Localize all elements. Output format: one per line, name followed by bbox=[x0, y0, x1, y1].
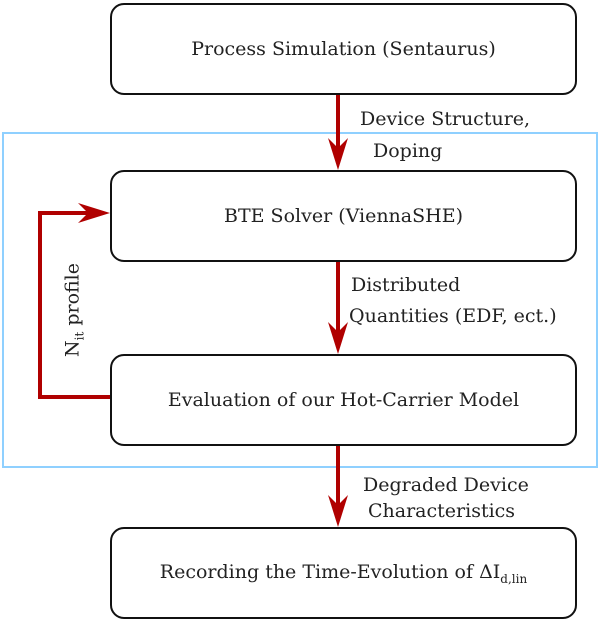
arrow-1-head bbox=[328, 138, 348, 170]
evaluation-box: Evaluation of our Hot-Carrier Model bbox=[110, 354, 577, 446]
feedback-label-rest: profile bbox=[61, 262, 84, 332]
edge-1-label-line1: Device Structure, bbox=[360, 108, 531, 130]
solver-loop-group bbox=[2, 132, 598, 468]
edge-3-label-line2: Characteristics bbox=[368, 500, 516, 522]
feedback-arrow-head bbox=[78, 203, 110, 223]
recording-box: Recording the Time-Evolution of ΔId,lin bbox=[110, 527, 577, 619]
feedback-label-sub: it bbox=[72, 331, 87, 341]
feedback-label: Nit profile bbox=[62, 263, 87, 357]
edge-1-label-line2: Doping bbox=[373, 140, 443, 162]
edge-2-label-line2: Quantities (EDF, ect.) bbox=[349, 305, 557, 327]
edge-2-label-line1: Distributed bbox=[351, 274, 461, 296]
arrow-2-head bbox=[328, 322, 348, 354]
edge-3-label-line1: Degraded Device bbox=[363, 474, 529, 496]
process-simulation-label: Process Simulation (Sentaurus) bbox=[191, 38, 496, 60]
bte-solver-label: BTE Solver (ViennaSHE) bbox=[224, 205, 463, 227]
process-simulation-box: Process Simulation (Sentaurus) bbox=[110, 3, 577, 95]
recording-label-sub: d,lin bbox=[500, 571, 528, 586]
evaluation-label: Evaluation of our Hot-Carrier Model bbox=[167, 389, 520, 411]
feedback-label-main: N bbox=[61, 340, 84, 358]
recording-label: Recording the Time-Evolution of ΔId,lin bbox=[160, 561, 527, 586]
bte-solver-box: BTE Solver (ViennaSHE) bbox=[110, 170, 577, 262]
arrow-3-head bbox=[328, 495, 348, 527]
recording-label-main: Recording the Time-Evolution of ΔI bbox=[159, 560, 501, 583]
feedback-arrow-shaft bbox=[38, 211, 110, 399]
